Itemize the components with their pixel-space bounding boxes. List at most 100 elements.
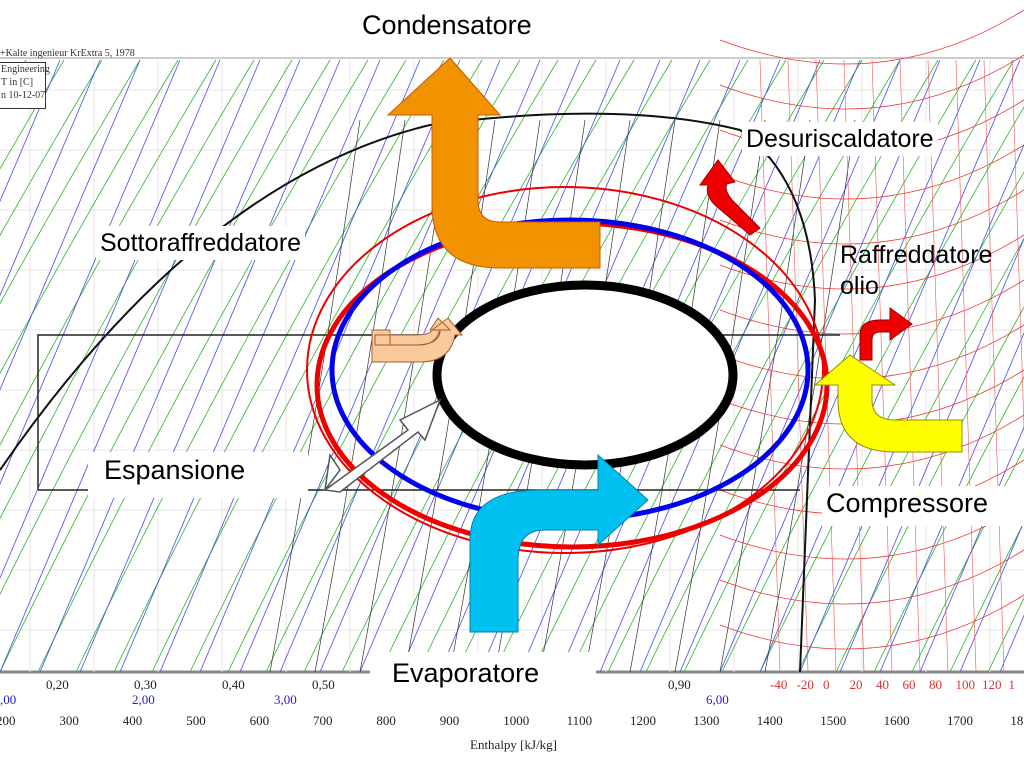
temperature-tick: 120 — [982, 677, 1002, 692]
red-isoline — [719, 594, 1024, 650]
isotherm-line — [0, 59, 261, 673]
temperature-tick: 0 — [823, 677, 830, 692]
isotherm-line — [119, 59, 381, 673]
quality-tick: 0,90 — [668, 677, 691, 692]
label-desuperheater: Desuriscaldatore — [742, 122, 938, 156]
chart-info-box: Engineering T in [C] n 10-12-07 — [0, 62, 50, 109]
isotherm-line — [0, 59, 61, 203]
chart-info-line: T in [C] — [1, 77, 34, 88]
isotherm-line — [39, 59, 301, 673]
cycle-ring-red-thin — [306, 186, 824, 554]
isentrope-line — [0, 59, 141, 305]
enthalpy-tick: 1100 — [566, 713, 593, 728]
isentrope-line — [75, 59, 407, 673]
red-isoline — [955, 59, 977, 673]
temperature-tick: -40 — [770, 677, 788, 692]
enthalpy-tick: 1700 — [947, 713, 973, 728]
temperature-tick: 20 — [849, 677, 863, 692]
red-isoline — [927, 59, 949, 673]
quality-line — [764, 119, 856, 673]
label-compressor: Compressore — [822, 486, 1024, 526]
condenser-arrow — [386, 57, 601, 269]
enthalpy-tick: 500 — [186, 713, 206, 728]
isotherm-line — [0, 59, 101, 297]
isentrope-line — [151, 59, 483, 673]
cycle-center — [432, 280, 738, 470]
isentrope-line — [37, 59, 369, 673]
quality-tick: 0,20 — [46, 677, 69, 692]
red-isoline — [759, 59, 781, 673]
red-isoline — [719, 54, 1024, 110]
red-isoline — [983, 59, 1005, 673]
label-expansion: Espansione — [88, 452, 308, 498]
subcooler-arrow — [371, 317, 464, 363]
isentrope-line — [0, 59, 65, 170]
label-oil-cooler: Raffreddatore olio — [840, 241, 993, 300]
enthalpy-tick: 1600 — [883, 713, 910, 728]
expansion-arrow — [323, 398, 442, 493]
isotherm-line — [839, 237, 1024, 673]
isentrope-line — [0, 59, 293, 596]
isentrope-line — [0, 59, 103, 237]
isotherm-line — [279, 59, 541, 673]
isentrope-line — [721, 106, 1024, 673]
enthalpy-tick: 700 — [313, 713, 333, 728]
isotherm-line — [959, 520, 1024, 673]
red-isoline — [719, 9, 1024, 65]
saturation-dome — [0, 112, 817, 673]
isentrope-line — [227, 59, 559, 673]
isentrope-line — [911, 447, 1024, 673]
quality-line — [314, 119, 406, 673]
desuperheater-arrow — [699, 159, 761, 236]
temperature-tick: 40 — [876, 677, 889, 692]
red-isoline — [1011, 59, 1024, 437]
quality-tick: 0,40 — [222, 677, 245, 692]
isotherm-line — [0, 59, 141, 391]
enthalpy-tick: 1400 — [756, 713, 783, 728]
x-axis-label: Enthalpy [kJ/kg] — [470, 737, 558, 752]
enthalpy-tick: 800 — [376, 713, 396, 728]
isotherm-line — [919, 426, 1024, 673]
enthalpy-tick: 300 — [59, 713, 79, 728]
red-isoline — [899, 59, 921, 673]
label-condenser: Condensatore — [358, 8, 536, 42]
isentrope-line — [0, 59, 179, 375]
enthalpy-tick: 1300 — [693, 713, 720, 728]
compressor-arrow — [813, 354, 963, 453]
entropy-tick: ,00 — [0, 692, 17, 707]
isotherm-line — [159, 59, 421, 673]
chart-info-line: n 10-12-07 — [1, 90, 46, 101]
isentrope-line — [265, 59, 597, 673]
isentrope-line — [0, 59, 217, 446]
isotherm-line — [0, 59, 181, 485]
isotherm-line — [0, 59, 221, 579]
quality-line — [719, 119, 811, 673]
chart-source-text: +Kalte ingenieur KrExtra 5, 1978 — [0, 48, 135, 59]
quality-tick: 0,50 — [312, 677, 335, 692]
enthalpy-tick: 1500 — [820, 713, 847, 728]
temperature-tick: -20 — [796, 677, 814, 692]
isentrope-line — [797, 237, 1024, 673]
entropy-tick: 3,00 — [274, 692, 297, 707]
red-isoline — [719, 549, 1024, 605]
evaporator-arrow — [469, 453, 649, 633]
oil-cooler-arrow — [859, 307, 913, 361]
red-isoline — [719, 189, 1024, 245]
enthalpy-tick: 200 — [0, 713, 16, 728]
isotherm-line — [879, 332, 1024, 673]
isotherm-line — [79, 59, 341, 673]
enthalpy-tick: 1200 — [630, 713, 656, 728]
temperature-tick: 60 — [902, 677, 916, 692]
label-evaporator: Evaporatore — [370, 652, 596, 700]
enthalpy-tick: 400 — [122, 713, 143, 728]
enthalpy-tick: 900 — [439, 713, 460, 728]
entropy-tick: 2,00 — [132, 692, 155, 707]
chart-info-line: Engineering — [1, 64, 50, 75]
temperature-tick: 1 — [1008, 677, 1016, 692]
temperature-tick: 80 — [929, 677, 942, 692]
label-subcooler: Sottoraffreddatore — [96, 226, 306, 260]
isentrope-line — [0, 59, 331, 673]
isentrope-line — [835, 306, 1024, 673]
